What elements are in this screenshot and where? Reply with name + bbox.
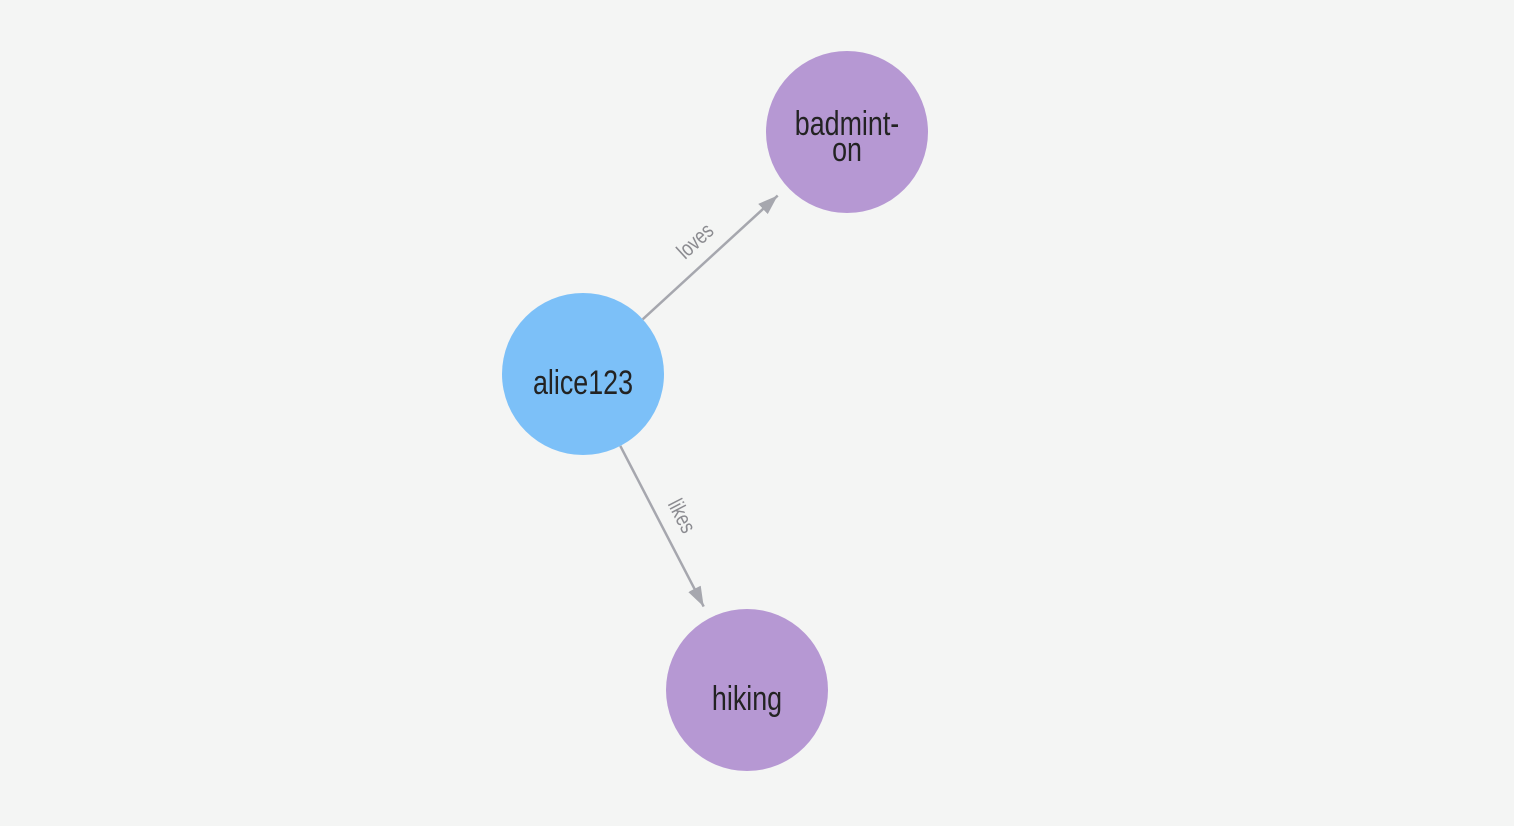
- node-label: badmint-: [795, 105, 899, 143]
- node-hiking[interactable]: hiking: [666, 609, 828, 771]
- node-label: hiking: [712, 680, 782, 718]
- node-circle: [502, 293, 664, 455]
- node-label: alice123: [533, 364, 633, 402]
- node-badminton[interactable]: badmint-on: [766, 51, 928, 213]
- edge-line: [641, 194, 779, 321]
- node-alice123[interactable]: alice123: [502, 293, 664, 455]
- nodes-layer: alice123 badmint-on hiking: [502, 51, 928, 771]
- edge-line: [619, 445, 705, 608]
- node-label: on: [832, 131, 862, 169]
- node-circle: [666, 609, 828, 771]
- node-circle: [766, 51, 928, 213]
